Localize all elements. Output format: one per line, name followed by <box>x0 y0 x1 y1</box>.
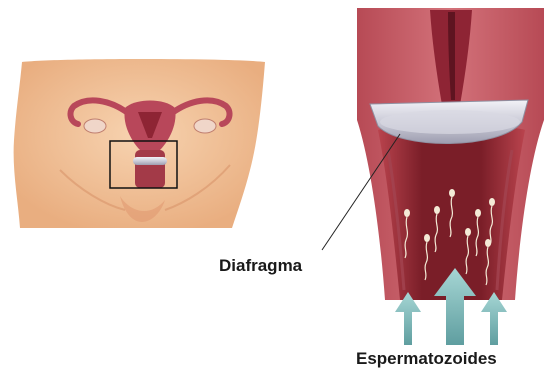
ovary-right <box>194 119 216 133</box>
diaphragm-label: Diafragma <box>219 256 302 276</box>
diaphragm-small <box>133 157 167 165</box>
diaphragm-dome <box>380 110 520 134</box>
canal-cross-section <box>357 8 544 300</box>
ovary-left <box>84 119 106 133</box>
vaginal-canal-small <box>135 150 165 188</box>
sperm-label: Espermatozoides <box>356 349 497 369</box>
